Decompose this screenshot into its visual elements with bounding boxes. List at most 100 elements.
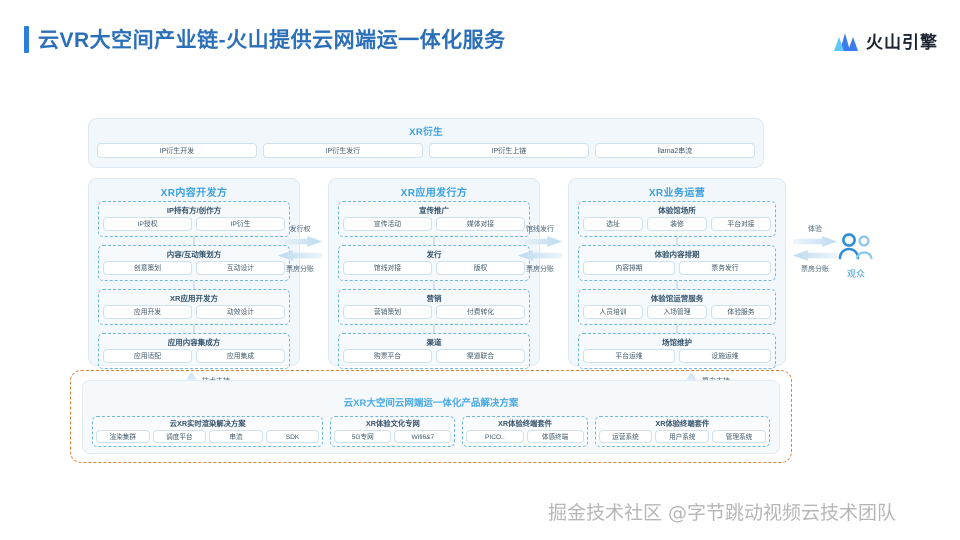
- group-chip[interactable]: 内容排期: [583, 261, 675, 275]
- group-chip[interactable]: 应用集成: [196, 349, 285, 363]
- brand-name: 火山引擎: [866, 33, 938, 52]
- page-title: 云VR大空间产业链-火山提供云网端运一体化服务: [24, 24, 506, 54]
- solution-chip[interactable]: 运营系统: [598, 430, 653, 443]
- derivative-chip[interactable]: llama2串流: [595, 143, 755, 158]
- flow-backward-label: 票房分账: [801, 266, 829, 273]
- column-app-publisher: XR应用发行方 宣传推广 宣传活动 媒体对接 发行 馆线对接 版权 营销 营销策…: [328, 178, 540, 369]
- solution-chip[interactable]: 管理系统: [712, 430, 766, 443]
- group-chip[interactable]: 装修: [647, 217, 707, 231]
- solution-group-items: 渲染集群 调度平台 串流 SDK: [96, 430, 320, 443]
- group-chip[interactable]: 平台对接: [711, 217, 771, 231]
- group-connector: [433, 237, 435, 245]
- group-chip[interactable]: 平台运维: [583, 349, 675, 363]
- group-connector: [193, 237, 195, 245]
- solution-chip[interactable]: 渲染集群: [96, 430, 150, 443]
- group-items: 应用适配 应用集成: [99, 349, 289, 363]
- solution-group-title: XR体验终端套件: [655, 419, 710, 428]
- group-items: 内容排期 票务发行: [579, 261, 775, 275]
- solution-chip[interactable]: 串流: [209, 430, 263, 443]
- solution-title: 云XR大空间云网端运一体化产品解决方案: [343, 398, 519, 409]
- group-items: 创意策划 互动设计: [99, 261, 289, 275]
- group-chip[interactable]: 馆线对接: [343, 261, 432, 275]
- group-chip[interactable]: IP衍生: [196, 217, 285, 231]
- group-connector: [193, 325, 195, 333]
- group-chip[interactable]: 互动设计: [196, 261, 285, 275]
- solution-chip[interactable]: 用户系统: [655, 430, 710, 443]
- group-chip[interactable]: 设施运维: [679, 349, 771, 363]
- group-chip[interactable]: 应用开发: [103, 305, 192, 319]
- group-title: 应用内容集成方: [167, 338, 221, 347]
- group-chip[interactable]: 人员培训: [583, 305, 643, 319]
- group-chip[interactable]: 选址: [583, 217, 643, 231]
- group-title: XR应用开发方: [170, 294, 218, 303]
- xr-derivative-items: IP衍生开发 IP衍生发行 IP衍生上链 llama2串流: [89, 143, 763, 158]
- group-chip[interactable]: 票务发行: [679, 261, 771, 275]
- solution-group: XR体验终端套件 运营系统 用户系统 管理系统: [594, 416, 770, 447]
- solution-group-items: 运营系统 用户系统 管理系统: [598, 430, 766, 443]
- group-chip[interactable]: 付费转化: [436, 305, 525, 319]
- group-chip[interactable]: 营销策划: [343, 305, 432, 319]
- solution-panel: 云XR大空间云网端运一体化产品解决方案 云XR实时渲染解决方案 渲染集群 调度平…: [82, 380, 780, 454]
- group-box: 应用内容集成方 应用适配 应用集成: [98, 333, 290, 369]
- column-title: XR应用发行方: [400, 188, 468, 199]
- solution-chip[interactable]: 体感终端: [526, 430, 584, 443]
- group-title: 体验内容排期: [654, 250, 700, 259]
- flow-arrows-1: 发行权 票房分账: [273, 224, 327, 276]
- group-box: 场馆维护 平台运维 设施运维: [578, 333, 776, 369]
- group-connector: [676, 281, 678, 289]
- group-box: XR应用开发方 应用开发 动效设计: [98, 289, 290, 325]
- group-title: 体验馆场所: [658, 206, 696, 215]
- solution-chip[interactable]: 5G专网: [334, 430, 392, 443]
- group-chip[interactable]: 入场管理: [647, 305, 707, 319]
- group-chip[interactable]: 购票平台: [343, 349, 432, 363]
- flow-backward-label: 票房分账: [286, 266, 314, 273]
- watermark: 掘金技术社区 @字节跳动视频云技术团队: [548, 502, 897, 524]
- group-connector: [433, 325, 435, 333]
- group-box: 渠道 购票平台 渠道联合: [338, 333, 530, 369]
- derivative-chip[interactable]: IP衍生发行: [263, 143, 423, 158]
- flow-backward-label: 票房分账: [526, 266, 554, 273]
- group-connector: [193, 281, 195, 289]
- solution-group-title: 云XR实时渲染解决方案: [169, 419, 246, 428]
- group-chip[interactable]: 创意策划: [103, 261, 192, 275]
- group-items: IP授权 IP衍生: [99, 217, 289, 231]
- flow-arrows-2: 馆线发行 票房分账: [513, 224, 567, 276]
- solution-group: XR体验终端套件 PICO.. 体感终端: [462, 416, 588, 447]
- group-title: 宣传推广: [419, 206, 449, 215]
- solution-chip[interactable]: PICO..: [466, 430, 524, 443]
- group-title: 渠道: [426, 338, 442, 347]
- group-title: 场馆维护: [662, 338, 692, 347]
- group-chip[interactable]: 版权: [436, 261, 525, 275]
- audience-node: 观众: [828, 232, 884, 280]
- group-items: 购票平台 渠道联合: [339, 349, 529, 363]
- flow-forward-label: 体验: [808, 226, 822, 233]
- solution-chip[interactable]: 调度平台: [152, 430, 207, 443]
- group-items: 应用开发 动效设计: [99, 305, 289, 319]
- arrow-left-icon: [518, 250, 562, 261]
- column-title: XR内容开发方: [160, 188, 228, 199]
- group-box: IP持有方/创作方 IP授权 IP衍生: [98, 201, 290, 237]
- solution-chip[interactable]: Wifi6&7: [394, 430, 452, 443]
- page-header: 云VR大空间产业链-火山提供云网端运一体化服务 火山引擎: [0, 0, 960, 84]
- group-chip[interactable]: 应用适配: [103, 349, 192, 363]
- group-chip[interactable]: 媒体对接: [436, 217, 525, 231]
- title-accent-bar: [24, 25, 29, 53]
- group-chip[interactable]: IP授权: [103, 217, 192, 231]
- column-title: XR业务运营: [648, 188, 706, 199]
- group-box: 营销 营销策划 付费转化: [338, 289, 530, 325]
- group-box: 内容/互动策划方 创意策划 互动设计: [98, 245, 290, 281]
- group-box: 宣传推广 宣传活动 媒体对接: [338, 201, 530, 237]
- group-chip[interactable]: 宣传活动: [343, 217, 432, 231]
- derivative-chip[interactable]: IP衍生上链: [429, 143, 589, 158]
- group-chip[interactable]: 体验服务: [711, 305, 771, 319]
- column-business-operation: XR业务运营 体验馆场所 选址 装修 平台对接 体验内容排期 内容排期 票务发行…: [568, 178, 786, 369]
- group-title: 营销: [426, 294, 442, 303]
- group-chip[interactable]: 动效设计: [196, 305, 285, 319]
- solution-chip[interactable]: SDK: [265, 430, 320, 443]
- group-connector: [676, 325, 678, 333]
- group-chip[interactable]: 渠道联合: [436, 349, 525, 363]
- group-items: 选址 装修 平台对接: [579, 217, 775, 231]
- solution-group: XR体验文化专网 5G专网 Wifi6&7: [330, 416, 456, 447]
- derivative-chip[interactable]: IP衍生开发: [97, 143, 257, 158]
- arrow-right-icon: [793, 236, 837, 247]
